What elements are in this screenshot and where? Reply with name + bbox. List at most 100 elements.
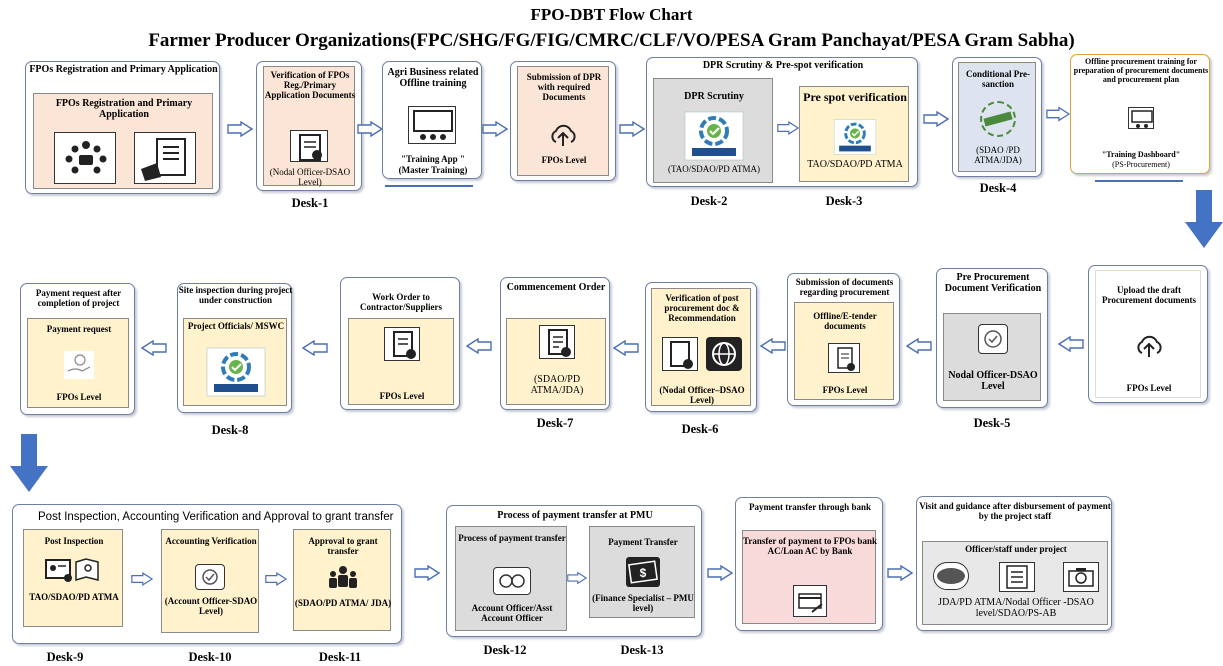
bank-inner-label: Transfer of payment to FPOs bank AC/Loan… bbox=[743, 536, 877, 557]
payment-request-inner: Payment request FPOs Level bbox=[27, 318, 129, 408]
post-inspection-inner: Post Inspection TAO/SDAO/PD ATMA bbox=[23, 529, 123, 627]
dpr-scrutiny-label: DPR Scrutiny bbox=[684, 91, 744, 102]
payment-request-inner-label: Payment request bbox=[46, 324, 112, 334]
submission-docs-inner: Offline/E-tender documents FPOs Level bbox=[794, 302, 894, 400]
desk-1-label: Desk-1 bbox=[291, 196, 329, 210]
registration-box: FPOs Registration and Primary Applicatio… bbox=[25, 61, 220, 194]
offline-training-label: Offline procurement training for prepara… bbox=[1073, 57, 1209, 84]
flow-arrow-right bbox=[482, 121, 508, 137]
commencement-inner: (SDAO/PD ATMA/JDA) bbox=[506, 318, 606, 405]
id-map-icon bbox=[44, 556, 104, 591]
dollar-bill-icon: $ bbox=[626, 557, 660, 587]
post-procurement-role: (Nodal Officer–DSAO Level) bbox=[659, 385, 745, 406]
verification-inner-box: Verification of FPOs Reg./Primary Applic… bbox=[263, 66, 356, 187]
verification-box: Verification of FPOs Reg./Primary Applic… bbox=[256, 61, 362, 191]
flow-arrow-left bbox=[1058, 336, 1084, 352]
pre-procurement-role: Nodal Officer-DSAO Level bbox=[948, 370, 1038, 393]
work-order-icon bbox=[384, 327, 420, 361]
flow-arrow-right bbox=[923, 111, 949, 127]
flow-arrow-left bbox=[906, 338, 932, 354]
offline-underline bbox=[1095, 180, 1183, 182]
card-payment-icon bbox=[793, 585, 827, 617]
flow-arrow-right bbox=[131, 571, 153, 587]
desk-2-label: Desk-2 bbox=[690, 194, 728, 208]
payment-request-level: FPOs Level bbox=[56, 392, 102, 402]
pre-spot-inner: Pre spot verification TAO/SDAO/PD ATMA bbox=[799, 86, 909, 182]
work-order-label: Work Order to Contractor/Suppliers bbox=[360, 292, 442, 313]
money-transfer-icon bbox=[493, 567, 531, 595]
desk-7-label: Desk-7 bbox=[536, 416, 574, 430]
approval-inner: Approval to grant transfer (SDAO/PD ATMA… bbox=[293, 529, 391, 631]
accounting-label: Accounting Verification bbox=[165, 536, 257, 546]
flow-arrow-left bbox=[141, 340, 167, 356]
pre-sanction-box: Conditional Pre-sanction (SDAO /PD ATMA/… bbox=[952, 57, 1042, 177]
post-inspection-group: Post Inspection, Accounting Verification… bbox=[12, 504, 402, 644]
accounting-check-icon bbox=[195, 564, 225, 590]
training-master-label: (Master Training) bbox=[398, 165, 468, 175]
accounting-role: (Account Officer-SDAO Level) bbox=[164, 596, 258, 617]
upload-inner: Upload the draft Procurement documents F… bbox=[1095, 270, 1201, 398]
training-app-label: "Training App " bbox=[401, 154, 465, 164]
pre-sanction-role: (SDAO /PD ATMA/JDA) bbox=[974, 145, 1022, 166]
upload-cloud-icon bbox=[1134, 333, 1164, 364]
dpr-submission-level: FPOs Level bbox=[541, 155, 587, 165]
desk-5-label: Desk-5 bbox=[973, 416, 1011, 430]
visit-inner: Officer/staff under project JDA/PD ATMA/… bbox=[922, 541, 1108, 625]
submission-docs-box: Submission of documents regarding procur… bbox=[787, 273, 900, 406]
flow-arrow-left bbox=[760, 338, 786, 354]
approved-stamp-icon bbox=[980, 101, 1016, 137]
page-title: FPO-DBT Flow Chart bbox=[530, 5, 693, 24]
post-inspection-role: TAO/SDAO/PD ATMA bbox=[29, 592, 119, 602]
registration-inner-box: FPOs Registration and Primary Applicatio… bbox=[33, 93, 213, 189]
desk-10-label: Desk-10 bbox=[188, 650, 232, 664]
offline-sub-label: (PS-Procurement) bbox=[1112, 160, 1170, 169]
offline-training-box: Offline procurement training for prepara… bbox=[1070, 54, 1210, 174]
pre-spot-role: TAO/SDAO/PD ATMA bbox=[807, 159, 903, 170]
camera-icon bbox=[1063, 562, 1099, 592]
pre-spot-badge-icon bbox=[832, 119, 878, 155]
commencement-box: Commencement Order (SDAO/PD ATMA/JDA) bbox=[500, 277, 610, 410]
classroom-icon bbox=[408, 106, 456, 144]
training-underline bbox=[385, 185, 473, 187]
pre-procurement-box: Pre Procurement Document Verification No… bbox=[936, 268, 1048, 408]
visit-group-label: Visit and guidance after disbursement of… bbox=[919, 501, 1111, 522]
desk-4-label: Desk-4 bbox=[979, 181, 1017, 195]
site-inspection-box: Site inspection during project under con… bbox=[177, 283, 292, 413]
flow-arrow-right bbox=[357, 121, 383, 137]
payment-transfer-inner: Payment Transfer $ (Finance Specialist –… bbox=[589, 526, 695, 618]
desk-8-label: Desk-8 bbox=[211, 423, 249, 437]
post-procurement-box: Verification of post procurement doc & R… bbox=[645, 282, 757, 412]
flow-arrow-right bbox=[777, 120, 799, 136]
desk-9-label: Desk-9 bbox=[46, 650, 84, 664]
pmu-process-label: Process of payment transfer bbox=[458, 533, 566, 543]
bank-inner: Transfer of payment to FPOs bank AC/Loan… bbox=[742, 530, 877, 624]
flow-arrow-left bbox=[466, 338, 492, 354]
pmu-group-label: Process of payment transfer at PMU bbox=[497, 510, 653, 521]
page-subtitle: Farmer Producer Organizations(FPC/SHG/FG… bbox=[148, 30, 1075, 51]
pmu-group: Process of payment transfer at PMU Proce… bbox=[446, 505, 702, 637]
desk-12-label: Desk-12 bbox=[483, 643, 527, 657]
work-order-inner: FPOs Level bbox=[348, 318, 454, 405]
training-box: Agri Business related Offline training "… bbox=[382, 61, 482, 179]
pmu-process-inner: Process of payment transfer Account Offi… bbox=[455, 526, 567, 631]
flow-arrow-right bbox=[707, 565, 733, 581]
flow-arrow-right bbox=[227, 121, 253, 137]
commencement-role: (SDAO/PD ATMA/JDA) bbox=[530, 374, 584, 397]
pre-spot-label: Pre spot verification bbox=[803, 90, 907, 104]
payment-request-box: Payment request after completion of proj… bbox=[20, 283, 135, 415]
registration-outer-label: FPOs Registration and Primary Applicatio… bbox=[29, 64, 218, 75]
post-inspection-group-label: Post Inspection, Accounting Verification… bbox=[38, 511, 394, 523]
site-inspection-inner: Project Officials/ MSWC bbox=[183, 318, 287, 406]
desk-11-label: Desk-11 bbox=[318, 650, 362, 664]
desk-3-label: Desk-3 bbox=[825, 194, 863, 208]
post-inspection-label: Post Inspection bbox=[44, 536, 104, 546]
accounting-inner: Accounting Verification (Account Officer… bbox=[161, 529, 259, 633]
approval-role: (SDAO/PD ATMA/ JDA) bbox=[294, 598, 392, 608]
payment-request-label: Payment request after completion of proj… bbox=[35, 288, 122, 309]
pre-sanction-label: Conditional Pre-sanction bbox=[965, 69, 1031, 90]
payment-transfer-role: (Finance Specialist – PMU level) bbox=[592, 593, 694, 614]
submission-docs-inner-label: Offline/E-tender documents bbox=[813, 311, 877, 332]
verification-label: Verification of FPOs Reg./Primary Applic… bbox=[264, 70, 356, 101]
commencement-label: Commencement Order bbox=[506, 282, 606, 293]
order-clipboard-icon bbox=[539, 325, 575, 359]
